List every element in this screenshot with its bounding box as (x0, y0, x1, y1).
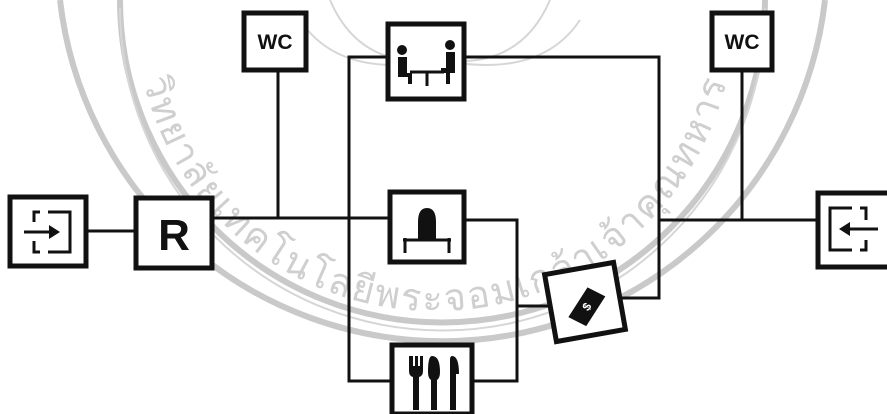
meeting-box (385, 21, 467, 102)
cashier-box: $ (541, 259, 629, 345)
reception-box: R (133, 195, 215, 271)
restroom-left-box: WC (241, 10, 309, 73)
reception-label: R (158, 211, 190, 260)
exit-door-icon (828, 206, 878, 252)
meeting-table-icon (397, 40, 455, 86)
dining-box (389, 342, 475, 414)
entrance-box (7, 194, 89, 269)
entrance-door-icon (24, 210, 72, 254)
restroom-left-label: WC (258, 31, 293, 54)
service-counter-icon (403, 208, 451, 253)
exit-box (815, 190, 887, 270)
restroom-right-label: WC (725, 31, 760, 54)
restroom-right-box: WC (709, 10, 775, 73)
service-box (387, 189, 467, 265)
cashier-payment-icon: $ (568, 287, 606, 327)
connector-lines (86, 55, 818, 383)
dining-cutlery-icon (409, 356, 459, 410)
